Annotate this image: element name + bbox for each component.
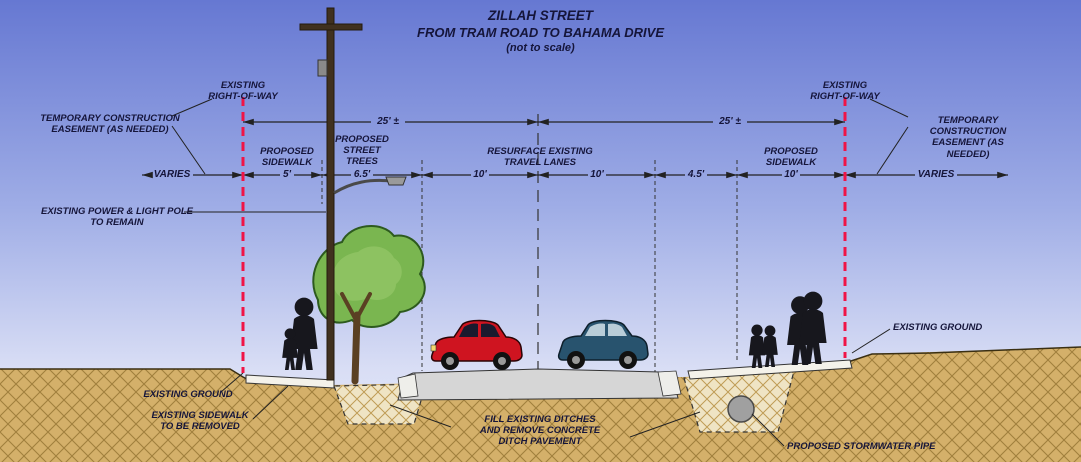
drawing-title: ZILLAH STREET FROM TRAM ROAD TO BAHAMA D…: [417, 8, 664, 55]
car-blue: [557, 319, 649, 369]
left-curb-gutter: [397, 373, 419, 399]
label-sidewalk-right-dimension: 10': [784, 169, 798, 180]
title-extent: FROM TRAM ROAD TO BAHAMA DRIVE: [417, 24, 664, 40]
label-temp-construction-easement-right: TEMPORARY CONSTRUCTION EASEMENT (AS NEED…: [929, 115, 1007, 160]
label-lane-right-dimension: 10': [590, 169, 604, 180]
label-sidewalk-left-dimension: 5': [283, 169, 291, 180]
label-existing-ground-left: EXISTING GROUND: [143, 389, 233, 400]
label-proposed-street-trees: PROPOSED STREET TREES: [335, 134, 389, 168]
label-temp-construction-easement-left: TEMPORARY CONSTRUCTION EASEMENT (AS NEED…: [40, 113, 180, 136]
label-proposed-sidewalk-right: PROPOSED SIDEWALK: [764, 146, 818, 169]
road-pavement: [397, 368, 682, 401]
label-proposed-stormwater-pipe: PROPOSED STORMWATER PIPE: [787, 441, 936, 452]
car-red: [430, 319, 523, 370]
label-half-row-left: 25' ±: [377, 116, 399, 127]
utility-pole: [299, 7, 407, 381]
label-varies-right: VARIES: [917, 169, 955, 180]
label-fill-existing-ditches: FILL EXISTING DITCHES AND REMOVE CONCRET…: [479, 414, 601, 448]
right-ditch-fill: [683, 370, 795, 433]
pole-crossarm: [299, 23, 363, 31]
title-street-name: ZILLAH STREET: [488, 8, 593, 23]
label-street-trees-dimension: 6.5': [353, 169, 371, 180]
label-proposed-sidewalk-left: PROPOSED SIDEWALK: [260, 146, 314, 169]
label-existing-row-left: EXISTING RIGHT-OF-WAY: [208, 80, 278, 103]
label-varies-left: VARIES: [153, 169, 191, 180]
title-scale-note: (not to scale): [506, 42, 575, 55]
label-power-pole: EXISTING POWER & LIGHT POLE TO REMAIN: [40, 206, 194, 229]
right-curb-gutter: [657, 370, 682, 397]
existing-sidewalk-left: [245, 374, 335, 389]
leader-lines: [171, 98, 909, 447]
label-half-row-right: 25' ±: [719, 116, 741, 127]
street-light-icon: [333, 176, 407, 195]
label-existing-sidewalk-removed: EXISTING SIDEWALK TO BE REMOVED: [151, 410, 249, 433]
pole-equipment-box: [317, 59, 328, 77]
stormwater-pipe: [727, 395, 755, 423]
label-shoulder-dimension: 4.5': [687, 169, 705, 180]
label-existing-ground-right: EXISTING GROUND: [893, 322, 983, 333]
label-resurface-travel-lanes: RESURFACE EXISTING TRAVEL LANES: [487, 146, 593, 169]
street-tree: [312, 224, 426, 385]
label-existing-row-right: EXISTING RIGHT-OF-WAY: [810, 80, 880, 103]
label-lane-left-dimension: 10': [473, 169, 487, 180]
